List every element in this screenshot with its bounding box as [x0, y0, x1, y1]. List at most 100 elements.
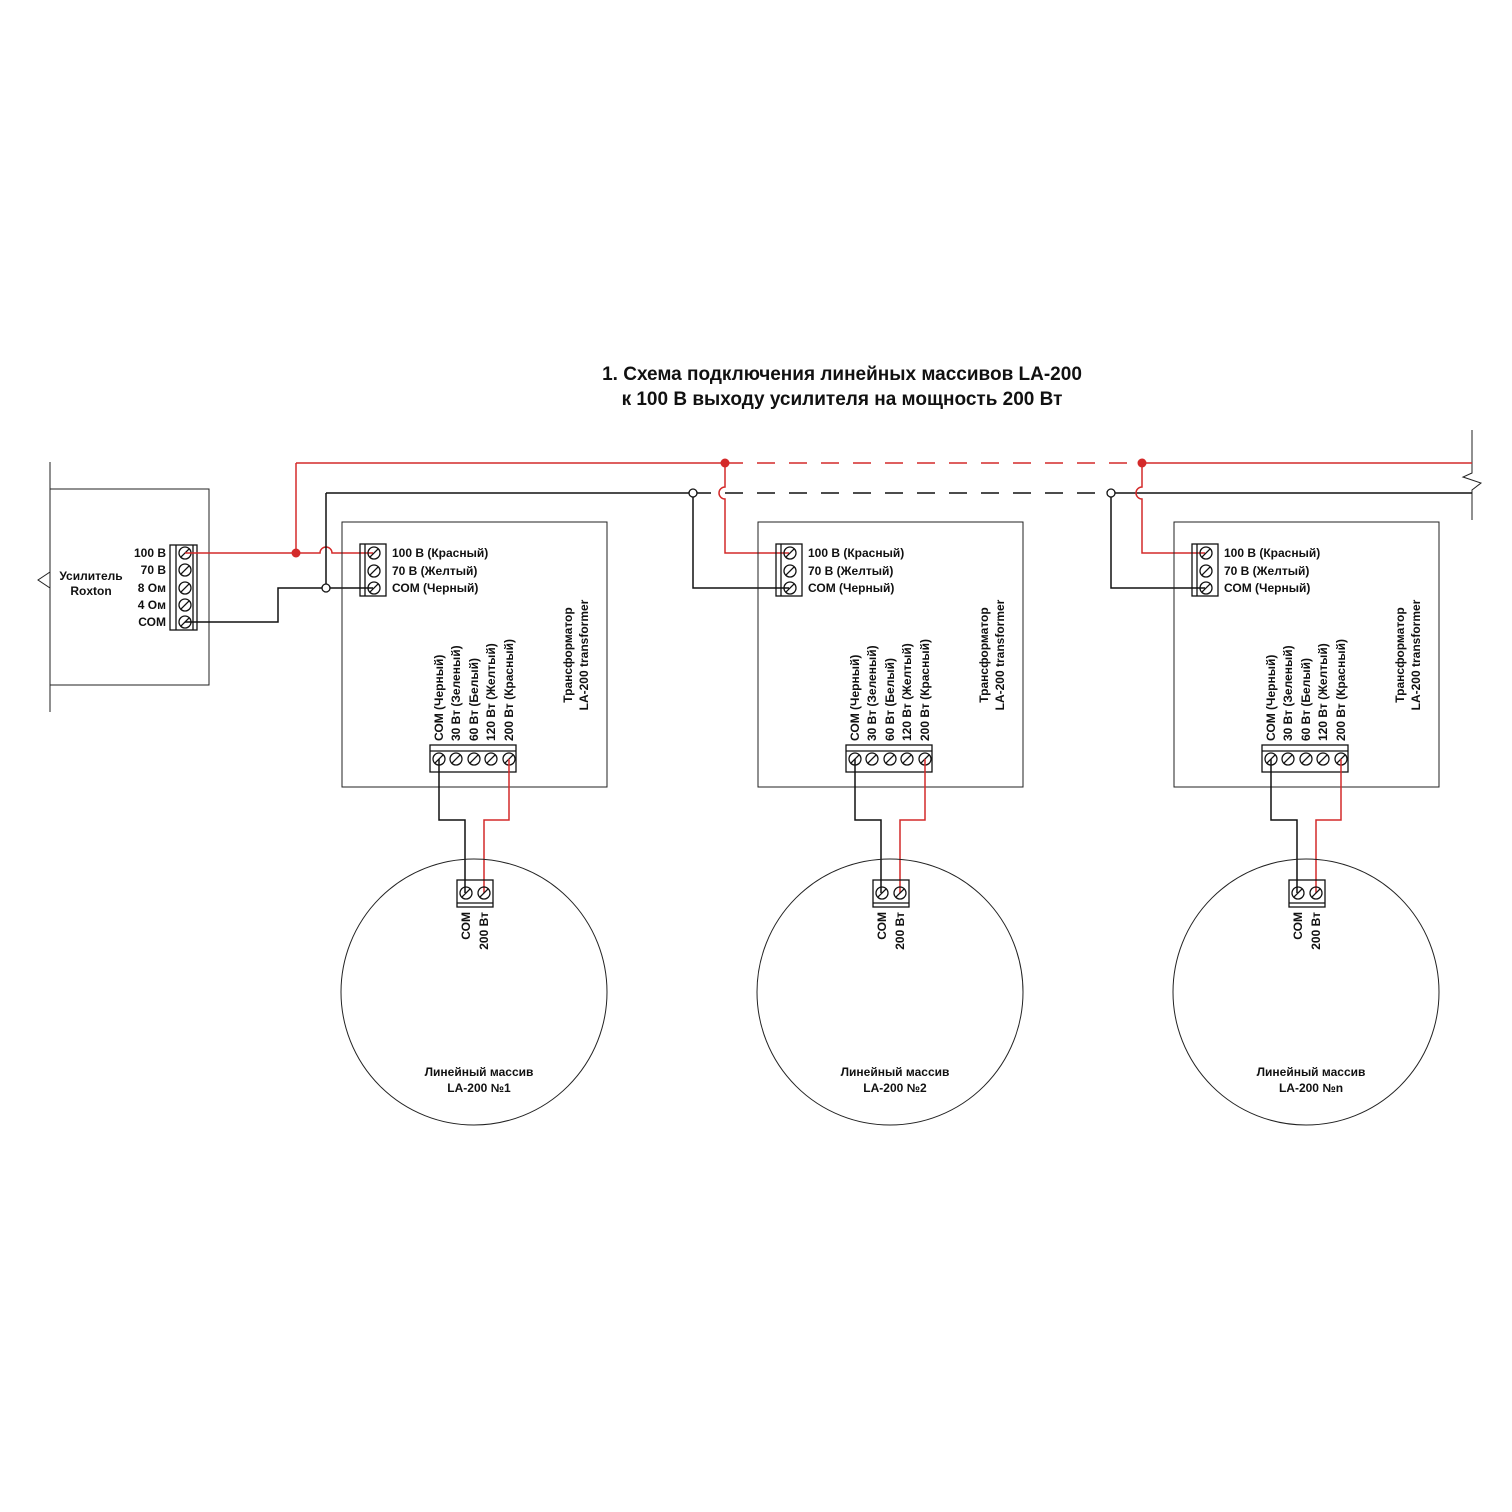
screw-icon [783, 581, 797, 595]
screw-icon [865, 752, 879, 766]
transformer-output-label: 60 Вт (Белый) [467, 658, 481, 741]
screw-icon [467, 752, 481, 766]
screw-slot-icon [885, 754, 895, 764]
speaker-model: LA-200 №2 [863, 1081, 927, 1095]
screw-slot-icon [180, 565, 190, 575]
speaker-model: LA-200 №1 [447, 1081, 511, 1095]
speaker-model: LA-200 №n [1279, 1081, 1343, 1095]
wire-amp-com [185, 587, 373, 623]
screw-slot-icon [867, 754, 877, 764]
screw-icon [883, 752, 897, 766]
transformer-input-label: СОМ (Черный) [808, 581, 894, 595]
transformer-output-label: СОМ (Черный) [432, 655, 446, 741]
screw-icon [178, 563, 192, 577]
screw-icon [1316, 752, 1330, 766]
screw-slot-icon [1201, 583, 1211, 593]
screw-icon [1309, 886, 1323, 900]
transformer-title: Трансформатор [977, 607, 991, 702]
transformer-output-terminal-block [845, 744, 933, 773]
amplifier-break-line [37, 462, 51, 712]
transformer-input-terminal-block [775, 543, 803, 597]
screw-icon [1199, 546, 1213, 560]
screw-slot-icon [451, 754, 461, 764]
transformer-output-label: 60 Вт (Белый) [883, 658, 897, 741]
transformer-output-label: 120 Вт (Желтый) [900, 643, 914, 741]
transformer-input-label: СОМ (Черный) [1224, 581, 1310, 595]
transformer-input-label: 100 В (Красный) [808, 546, 904, 560]
speaker-name: Линейный массив [425, 1065, 534, 1079]
speaker-name: Линейный массив [841, 1065, 950, 1079]
screw-slot-icon [479, 888, 489, 898]
screw-slot-icon [902, 754, 912, 764]
wire-speaker-com [854, 759, 882, 893]
amplifier-terminal-label: 100 В [134, 546, 166, 560]
screw-slot-icon [877, 888, 887, 898]
screw-slot-icon [369, 548, 379, 558]
wire-speaker-com [1270, 759, 1298, 893]
amplifier-terminal-label: 70 В [141, 563, 167, 577]
transformer-output-label: 30 Вт (Зеленый) [865, 645, 879, 741]
screw-slot-icon [785, 548, 795, 558]
modules: 100 В (Красный) 70 В (Желтый) СОМ (Черный)… [340, 521, 1440, 1126]
screw-slot-icon [1201, 548, 1211, 558]
screw-icon [893, 886, 907, 900]
transformer-output-label: 60 Вт (Белый) [1299, 658, 1313, 741]
line-array-speaker [1172, 858, 1440, 1126]
amplifier-model: Roxton [70, 584, 111, 598]
junction-node [1106, 488, 1116, 498]
screw-slot-icon [180, 600, 190, 610]
module-2: 100 В (Красный) 70 В (Желтый) СОМ (Черный)… [756, 521, 1024, 1126]
transformer-output-label: СОМ (Черный) [848, 655, 862, 741]
screw-icon [1299, 752, 1313, 766]
transformer-input-label: 70 В (Желтый) [808, 564, 893, 578]
transformer-output-terminal-block [1261, 744, 1349, 773]
junction-node [688, 488, 698, 498]
transformer-model: LA-200 transformer [577, 599, 591, 710]
screw-icon [178, 581, 192, 595]
wire-tap-100v [1135, 463, 1205, 554]
junction-dot [1137, 458, 1147, 468]
transformer-box [1173, 521, 1440, 788]
wire-tap-com [1110, 493, 1205, 589]
screw-icon [367, 564, 381, 578]
screw-slot-icon [1311, 888, 1321, 898]
screw-slot-icon [369, 566, 379, 576]
screw-icon [783, 564, 797, 578]
module-1: 100 В (Красный) 70 В (Желтый) СОМ (Черный)… [340, 521, 608, 1126]
transformer-output-label: 200 Вт (Красный) [502, 639, 516, 741]
transformer-input-label: 70 В (Желтый) [392, 564, 477, 578]
transformer-input-label: 100 В (Красный) [392, 546, 488, 560]
screw-icon [449, 752, 463, 766]
screw-slot-icon [1201, 566, 1211, 576]
amplifier-name: Усилитель [59, 569, 122, 583]
speaker-terminal-label: 200 Вт [477, 912, 491, 950]
junction-dot [291, 548, 301, 558]
screw-slot-icon [486, 754, 496, 764]
transformer-output-terminal-block [429, 744, 517, 773]
bus-break-line [1461, 430, 1483, 520]
diagram-title-line2: к 100 В выходу усилителя на мощность 200… [622, 389, 1063, 410]
screw-slot-icon [1301, 754, 1311, 764]
wiring [185, 458, 1472, 623]
transformer-output-label: СОМ (Черный) [1264, 655, 1278, 741]
speaker-terminal-label: 200 Вт [893, 912, 907, 950]
speaker-terminal-block [456, 879, 494, 908]
screw-icon [1199, 564, 1213, 578]
transformer-input-terminal-block [1191, 543, 1219, 597]
amplifier-terminal-label: 4 Ом [138, 598, 166, 612]
speaker-terminal-block [1288, 879, 1326, 908]
transformer-model: LA-200 transformer [1409, 599, 1423, 710]
speaker-terminal-block [872, 879, 910, 908]
screw-slot-icon [1293, 888, 1303, 898]
wire-tap-100v [718, 463, 789, 554]
speaker-terminal-label: 200 Вт [1309, 912, 1323, 950]
transformer-input-label: СОМ (Черный) [392, 581, 478, 595]
screw-slot-icon [1283, 754, 1293, 764]
line-array-speaker [756, 858, 1024, 1126]
speaker-terminal-label: СОМ [1291, 912, 1305, 940]
transformer-input-label: 70 В (Желтый) [1224, 564, 1309, 578]
transformer-output-label: 120 Вт (Желтый) [1316, 643, 1330, 741]
transformer-input-terminal-block [359, 543, 387, 597]
speaker-terminal-label: СОМ [875, 912, 889, 940]
